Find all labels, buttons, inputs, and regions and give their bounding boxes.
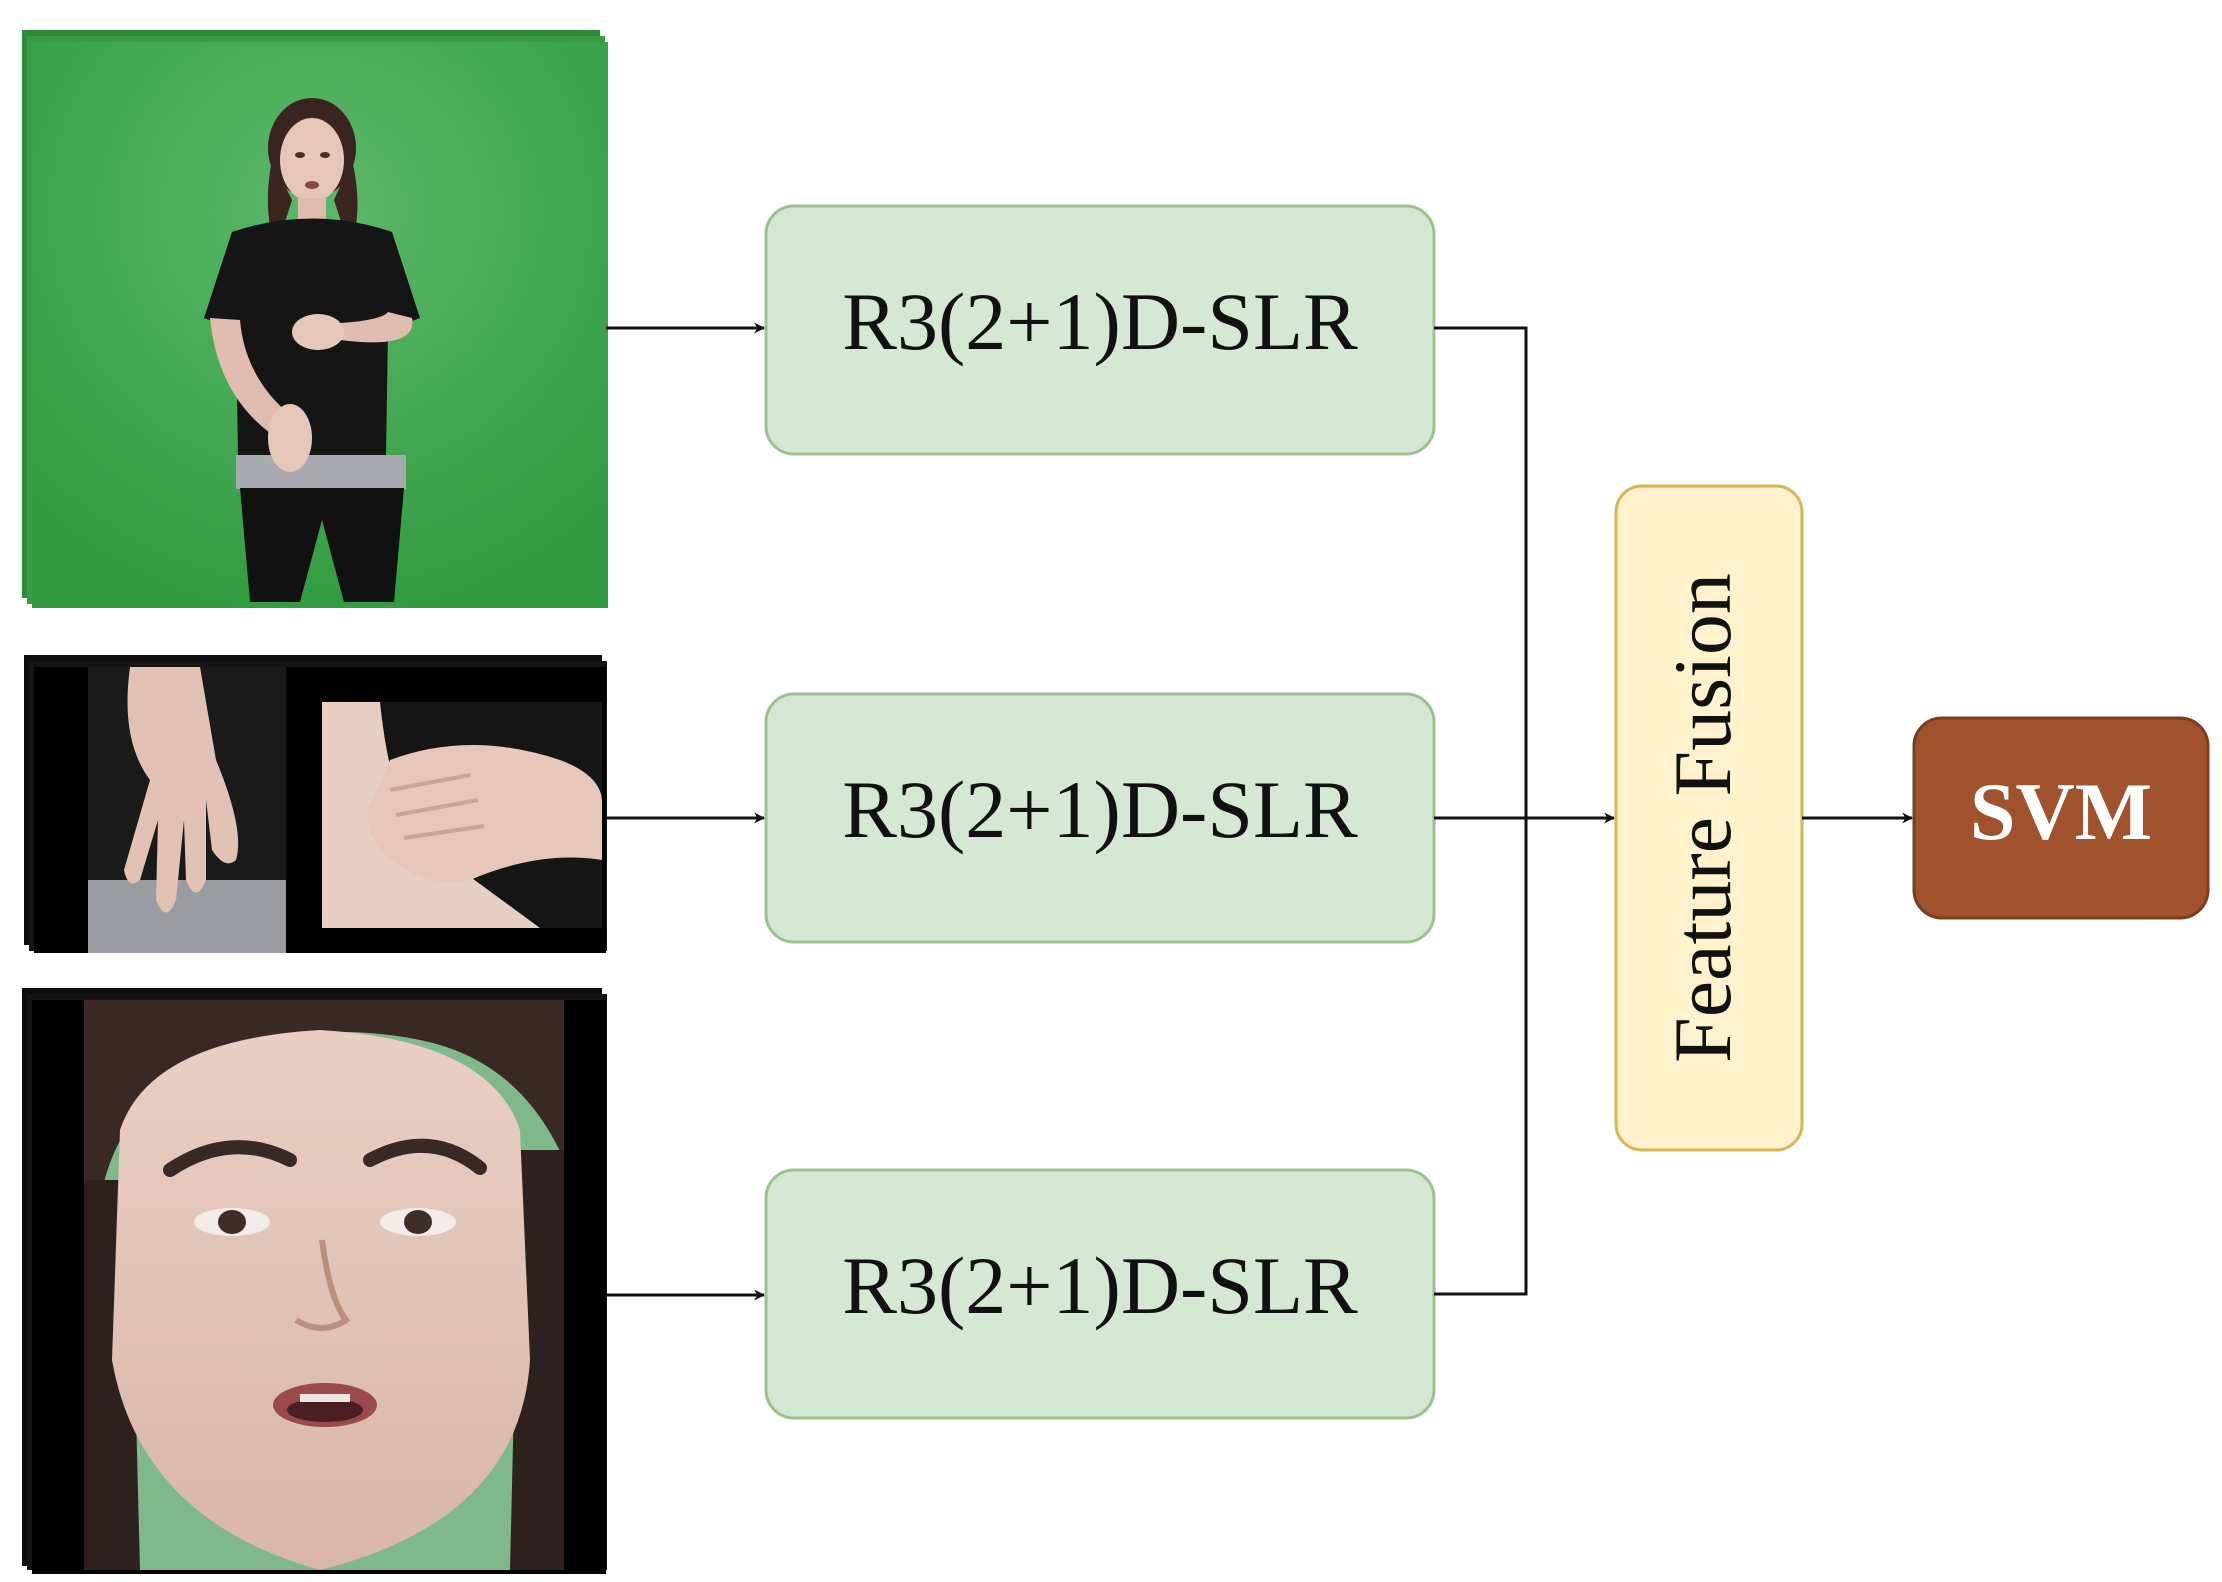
signer-full-body-frames-icon (22, 30, 608, 608)
slr-node-bottom-label: R3(2+1)D-SLR (842, 1240, 1358, 1331)
face-crop-frames-icon (22, 988, 607, 1574)
slr-node-top: R3(2+1)D-SLR (764, 204, 1436, 456)
slr-node-bottom: R3(2+1)D-SLR (764, 1168, 1436, 1420)
slr-node-top-label: R3(2+1)D-SLR (842, 276, 1358, 367)
feature-fusion-node: Feature Fusion (1614, 484, 1804, 1152)
hand-crops-frames-icon (24, 655, 607, 953)
slr-node-middle: R3(2+1)D-SLR (764, 692, 1436, 944)
connector-slr-top-to-fusion (1434, 326, 1528, 818)
connector-slr-bottom-to-fusion (1434, 818, 1528, 1296)
feature-fusion-label: Feature Fusion (1657, 573, 1748, 1063)
svm-node: SVM (1912, 716, 2210, 920)
slr-node-middle-label: R3(2+1)D-SLR (842, 764, 1358, 855)
svm-label: SVM (1970, 766, 2152, 857)
